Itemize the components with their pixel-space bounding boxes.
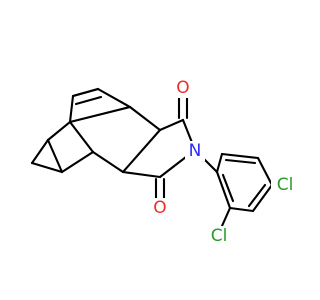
n-mask bbox=[185, 141, 205, 161]
bond-imide-1 bbox=[158, 118, 185, 132]
chlorine-label-ortho: Cl bbox=[211, 226, 228, 246]
bond-cyclopropane-1 bbox=[30, 138, 50, 165]
molecule-canvas: O O N Cl Cl bbox=[30, 78, 299, 246]
bond-imide-3 bbox=[121, 170, 162, 179]
o-top-mask bbox=[173, 78, 193, 98]
bond-cage-7 bbox=[96, 87, 132, 109]
o-bottom-mask bbox=[150, 198, 170, 218]
bond-cage-5 bbox=[68, 105, 132, 124]
bond-aryl-6b bbox=[221, 173, 235, 203]
bond-aryl-5 bbox=[228, 206, 255, 213]
bond-double-alkene-a bbox=[71, 87, 100, 98]
bond-cage-8 bbox=[91, 150, 125, 174]
bond-cage-9 bbox=[128, 105, 162, 132]
bond-cage-4 bbox=[68, 94, 75, 124]
bond-double-alkene-b bbox=[74, 95, 103, 106]
bond-cyclopropane-3 bbox=[46, 138, 64, 174]
bond-aryl-1 bbox=[215, 152, 224, 174]
bond-aryl-4b bbox=[247, 183, 267, 208]
bond-cage-10 bbox=[121, 128, 162, 174]
oxygen-label-top: O bbox=[176, 78, 189, 98]
bonds bbox=[30, 87, 285, 228]
bond-c-cl-ortho bbox=[220, 206, 232, 228]
oxygen-label-bottom: O bbox=[153, 198, 166, 218]
bond-aryl-6 bbox=[215, 170, 232, 210]
atom-labels: O O N Cl Cl bbox=[150, 78, 299, 246]
bond-aryl-2 bbox=[220, 152, 260, 160]
bond-aryl-4 bbox=[251, 183, 274, 213]
bond-aryl-3 bbox=[256, 156, 274, 187]
bond-cage-3 bbox=[68, 120, 95, 154]
bond-cage-1 bbox=[46, 120, 72, 142]
cl-ortho-mask bbox=[205, 226, 233, 246]
bond-cyclopropane-2 bbox=[30, 161, 64, 174]
chlorine-label-para: Cl bbox=[277, 175, 294, 195]
bond-aryl-2b bbox=[224, 158, 257, 165]
bond-cage-2 bbox=[60, 150, 95, 174]
structure-diagram: O O N Cl Cl bbox=[30, 78, 299, 246]
nitrogen-label: N bbox=[189, 141, 202, 161]
cl-para-mask bbox=[271, 175, 299, 195]
